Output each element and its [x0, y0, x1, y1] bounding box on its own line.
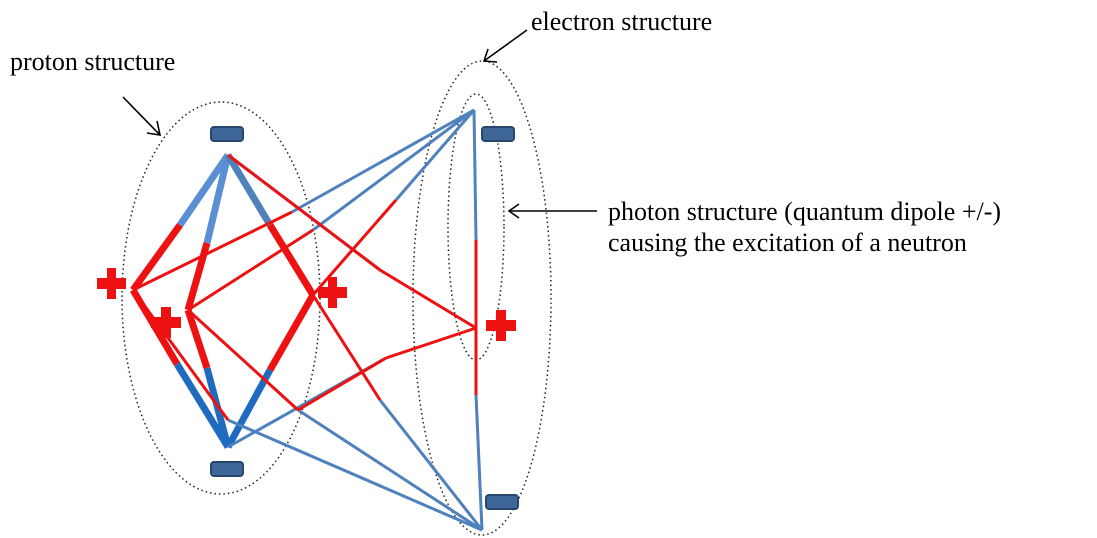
arrow-icon	[507, 203, 597, 219]
red-edge	[227, 153, 381, 272]
red-edge	[297, 356, 387, 412]
blue-edge	[297, 408, 483, 532]
blue-edge	[227, 418, 483, 532]
photon-structure-label-line1: photon structure (quantum dipole +/-)	[608, 197, 1001, 226]
proton-edge	[184, 308, 211, 370]
blue-edge	[312, 108, 475, 232]
blue-edge	[474, 394, 484, 531]
proton-edge	[203, 154, 232, 244]
plus-charge-icon	[151, 307, 181, 338]
red-edge	[131, 289, 230, 421]
red-edge	[132, 210, 293, 292]
plus-charge-icon	[97, 268, 126, 299]
proton-edge	[267, 223, 316, 297]
red-edge	[311, 199, 398, 296]
plus-charge-icon	[318, 277, 347, 308]
proton-edge	[130, 222, 183, 293]
minus-charge-icon	[481, 126, 515, 142]
red-edge	[311, 294, 382, 401]
proton-edge	[224, 153, 274, 227]
red-edge	[385, 326, 477, 360]
plus-charges	[97, 268, 516, 341]
proton-structure-label: proton structure	[10, 47, 175, 76]
photon-structure-label-line2: causing the excitation of a neutron	[608, 228, 967, 257]
blue-edge	[291, 108, 475, 214]
plus-charge-icon	[486, 310, 516, 341]
thin-red-edges	[131, 153, 478, 421]
electron-structure-label: electron structure	[531, 7, 712, 36]
proton-edge	[266, 293, 317, 372]
minus-charge-icon	[210, 461, 244, 477]
electron-structure-ellipse	[412, 60, 552, 536]
thin-blue-edges	[227, 108, 484, 532]
minus-charge-icon	[210, 126, 244, 142]
red-edge	[187, 228, 314, 312]
blue-edge	[378, 399, 484, 531]
minus-charges	[210, 126, 519, 510]
proton-edge	[177, 153, 231, 227]
proton-edge	[224, 368, 274, 449]
blue-edge	[472, 109, 478, 241]
arrow-icon	[482, 29, 528, 63]
proton-edge	[174, 362, 231, 449]
red-edge	[186, 308, 300, 412]
minus-charge-icon	[485, 494, 519, 510]
arrow-icon	[122, 96, 162, 136]
pointer-arrows	[122, 29, 597, 219]
blue-edge	[394, 109, 476, 201]
red-edge	[379, 268, 477, 330]
